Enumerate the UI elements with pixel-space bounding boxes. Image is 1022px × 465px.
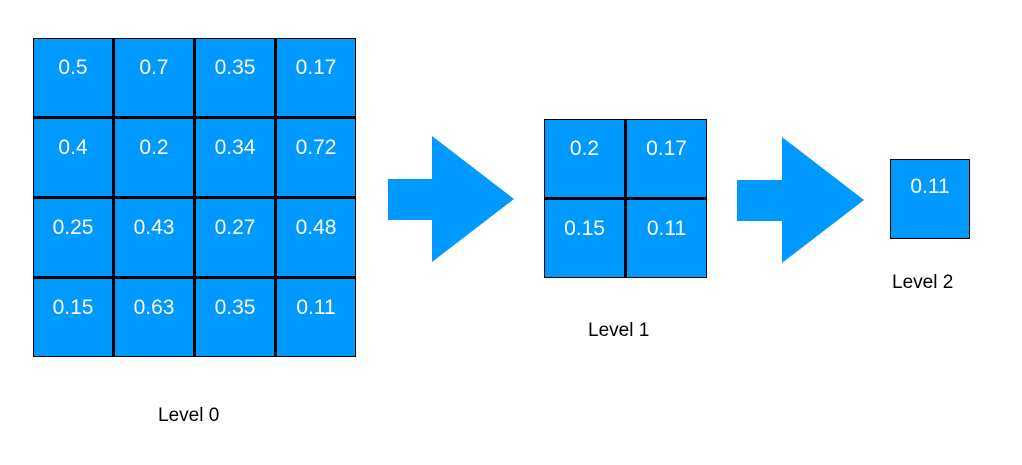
right-arrow-icon xyxy=(388,136,514,262)
grid-cell: 0.11 xyxy=(891,160,969,238)
grid-cell: 0.35 xyxy=(196,39,274,116)
grid-cell: 0.63 xyxy=(115,279,193,356)
right-arrow-icon xyxy=(737,137,864,263)
grid-cell: 0.72 xyxy=(277,119,355,196)
level-1-grid: 0.2 0.17 0.15 0.11 xyxy=(544,119,707,278)
level-2-label: Level 2 xyxy=(892,272,954,293)
arrow-shape xyxy=(737,137,864,263)
grid-cell: 0.15 xyxy=(34,279,112,356)
grid-cell: 0.48 xyxy=(277,199,355,276)
arrow-shape xyxy=(388,136,514,262)
grid-cell: 0.43 xyxy=(115,199,193,276)
grid-cell: 0.4 xyxy=(34,119,112,196)
level-0-grid: 0.5 0.7 0.35 0.17 0.4 0.2 0.34 0.72 0.25… xyxy=(33,38,356,357)
grid-cell: 0.34 xyxy=(196,119,274,196)
grid-cell: 0.11 xyxy=(627,200,706,277)
grid-cell: 0.11 xyxy=(277,279,355,356)
grid-cell: 0.17 xyxy=(277,39,355,116)
grid-cell: 0.2 xyxy=(545,120,624,197)
grid-cell: 0.7 xyxy=(115,39,193,116)
grid-cell: 0.17 xyxy=(627,120,706,197)
grid-cell: 0.35 xyxy=(196,279,274,356)
grid-cell: 0.27 xyxy=(196,199,274,276)
grid-cell: 0.5 xyxy=(34,39,112,116)
level-2-grid: 0.11 xyxy=(890,159,970,239)
level-1-label: Level 1 xyxy=(588,320,650,341)
grid-cell: 0.15 xyxy=(545,200,624,277)
level-0-label: Level 0 xyxy=(158,405,220,426)
grid-cell: 0.2 xyxy=(115,119,193,196)
grid-cell: 0.25 xyxy=(34,199,112,276)
